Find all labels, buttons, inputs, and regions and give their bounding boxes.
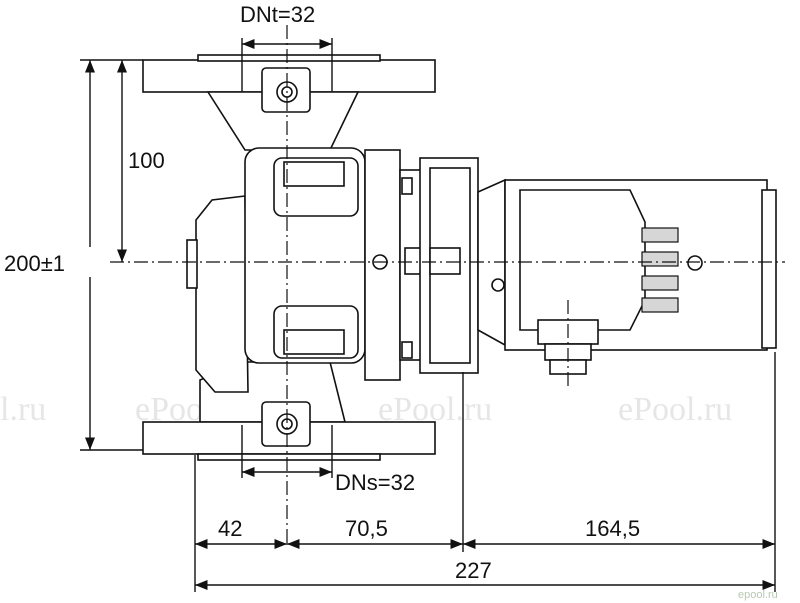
dim-total: 227: [195, 558, 775, 591]
dim-b-label: 70,5: [345, 516, 388, 541]
bottom-flange: [142, 361, 436, 461]
coupling-flange: [364, 149, 479, 381]
watermark-1: l.ru: [0, 391, 46, 428]
watermark-4: ePool.ru: [618, 391, 732, 428]
dim-chain: 42 70,5 164,5: [195, 516, 775, 550]
dim-a-label: 42: [218, 516, 242, 541]
corner-watermark: epool.ru: [738, 589, 778, 601]
dim-c-label: 164,5: [585, 516, 640, 541]
dim-dns: DNs=32: [241, 425, 415, 495]
pump-housing: [244, 147, 366, 364]
dim-height-total-label: 200±1: [4, 251, 65, 276]
dim-height-half: 100: [116, 59, 165, 262]
motor: [477, 178, 777, 351]
dim-dnt: DNt=32: [240, 2, 333, 92]
dim-total-label: 227: [455, 558, 492, 583]
dim-dnt-label: DNt=32: [240, 2, 315, 27]
pump-rear-cover: [186, 195, 249, 393]
dim-dns-label: DNs=32: [335, 470, 415, 495]
dim-height-total: 200±1: [2, 59, 143, 451]
dim-height-half-label: 100: [128, 148, 165, 173]
top-flange: [142, 54, 436, 151]
terminal-box: [537, 319, 599, 375]
